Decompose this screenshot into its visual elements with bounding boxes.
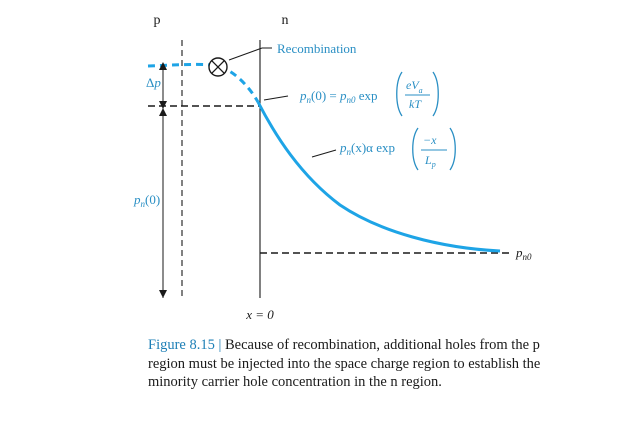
caption-text: Because of recombination, additional hol…: [148, 337, 541, 390]
recombination-marker-icon: [208, 57, 228, 77]
caption-label: Figure 8.15 |: [148, 337, 222, 353]
p-region-label: p: [154, 13, 161, 28]
figure-caption: Figure 8.15 | Because of recombination, …: [148, 336, 558, 392]
svg-text:−x: −x: [423, 133, 437, 147]
n-region-label: n: [282, 13, 289, 28]
decay-eq-leader: [311, 149, 337, 158]
svg-text:Lp: Lp: [424, 153, 436, 169]
svg-text:eVa: eVa: [406, 78, 423, 95]
delta-p-label: Δp: [146, 75, 161, 90]
boundary-condition-equation: pn(0) = pn0 exp eVa kT: [299, 71, 439, 117]
delta-p-arrow: [159, 62, 167, 109]
pn0-left-label: pn(0): [133, 192, 160, 209]
decay-equation: pn(x)α exp −x Lp: [339, 127, 456, 171]
pn0-height-arrow: [159, 108, 167, 298]
hole-concentration-curve: [256, 101, 501, 253]
boundary-eq-leader: [263, 95, 289, 101]
svg-text:kT: kT: [409, 97, 422, 111]
svg-text:pn(0) = pn0 exp: pn(0) = pn0 exp: [299, 88, 378, 105]
recombination-leader: [228, 47, 263, 61]
recombination-label: Recombination: [277, 41, 357, 56]
svg-text:pn(x)α exp: pn(x)α exp: [339, 140, 395, 157]
pn0-right-label: pn0: [515, 245, 532, 262]
injected-hole-dashed-curve: [147, 62, 260, 103]
x-axis-origin-label: x = 0: [245, 307, 274, 322]
